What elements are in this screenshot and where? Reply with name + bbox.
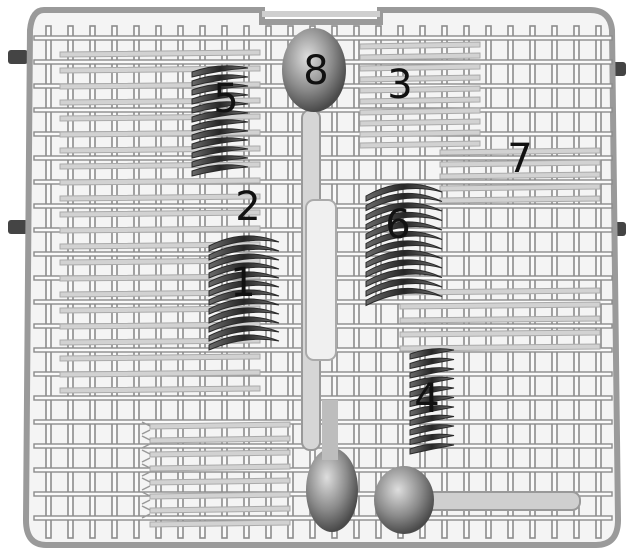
label-2: 2 xyxy=(235,184,260,230)
label-1: 1 xyxy=(230,260,255,306)
grid-bar-vertical xyxy=(46,26,51,538)
grid-bar-vertical xyxy=(288,26,293,538)
grid-bar-vertical xyxy=(486,26,491,538)
label-3: 3 xyxy=(387,62,412,108)
grid-bar-vertical xyxy=(596,26,601,538)
grid-bar-vertical xyxy=(464,26,469,538)
grid-bar-vertical xyxy=(266,26,271,538)
grid-bar-vertical xyxy=(552,26,557,538)
label-8: 8 xyxy=(303,48,328,94)
label-4: 4 xyxy=(414,376,439,422)
grid-bar-horizontal xyxy=(34,396,612,400)
grid-bar-vertical xyxy=(574,26,579,538)
grid-bar-vertical xyxy=(508,26,513,538)
grid-bar-vertical xyxy=(354,26,359,538)
grid-bar-vertical xyxy=(530,26,535,538)
label-5: 5 xyxy=(213,76,238,122)
label-7: 7 xyxy=(507,136,532,182)
label-6: 6 xyxy=(385,202,410,248)
